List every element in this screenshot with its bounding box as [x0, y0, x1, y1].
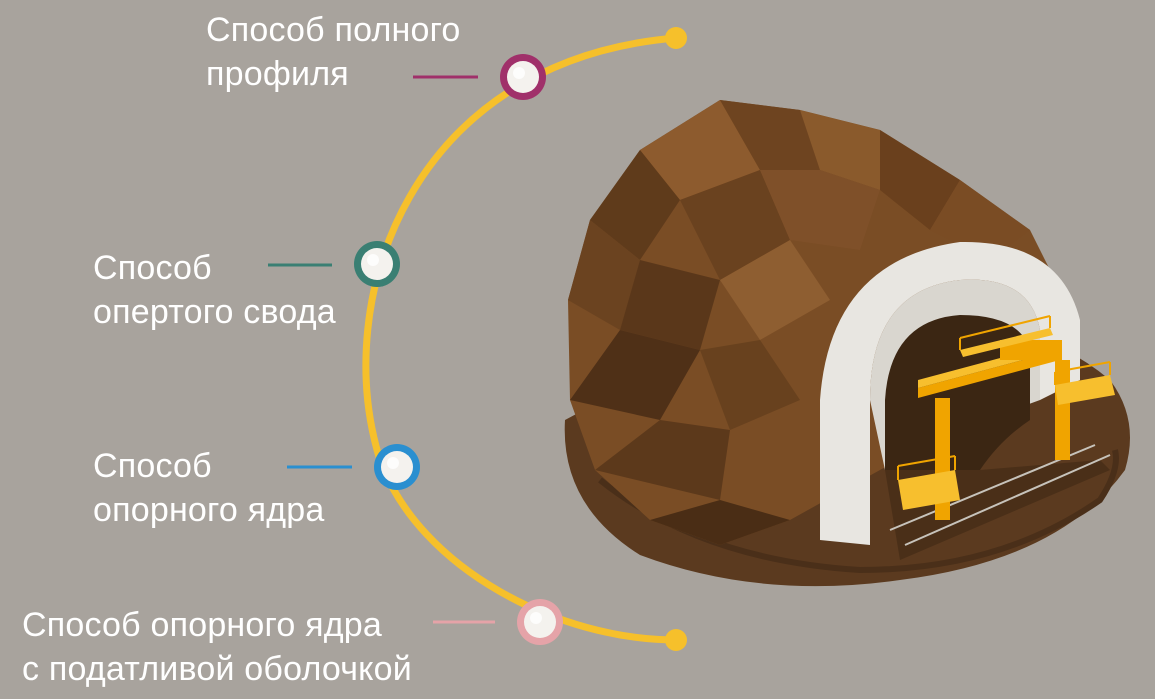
method-label-line-2: с податливой оболочкой	[22, 650, 412, 688]
method-label-line-2: профиля	[206, 55, 349, 93]
timeline-node-3	[374, 444, 420, 490]
method-label-line-2: опорного ядра	[93, 491, 325, 529]
method-label-core-yielding: Способ опорного ядра с податливой оболоч…	[22, 603, 412, 691]
timeline-node-2	[354, 241, 400, 287]
tunnel-interior	[885, 315, 1030, 470]
method-label-supported-arch: Способ опертого свода	[93, 246, 336, 334]
tunnel-lining	[820, 241, 1080, 545]
tunnel-excavation-illustration	[564, 100, 1130, 587]
method-label-line-1: Способ полного	[206, 11, 461, 49]
timeline-node-1	[500, 54, 546, 100]
method-label-full-profile: Способ полного профиля	[206, 8, 461, 96]
timeline-end-top	[665, 27, 687, 49]
method-label-line-1: Способ	[93, 249, 212, 287]
timeline-end-bottom	[665, 629, 687, 651]
method-label-line-1: Способ опорного ядра	[22, 606, 382, 644]
timeline-node-4	[517, 599, 563, 645]
method-label-core: Способ опорного ядра	[93, 444, 325, 532]
gantry-crane	[897, 315, 1115, 520]
method-label-line-2: опертого свода	[93, 293, 336, 331]
method-label-line-1: Способ	[93, 447, 212, 485]
